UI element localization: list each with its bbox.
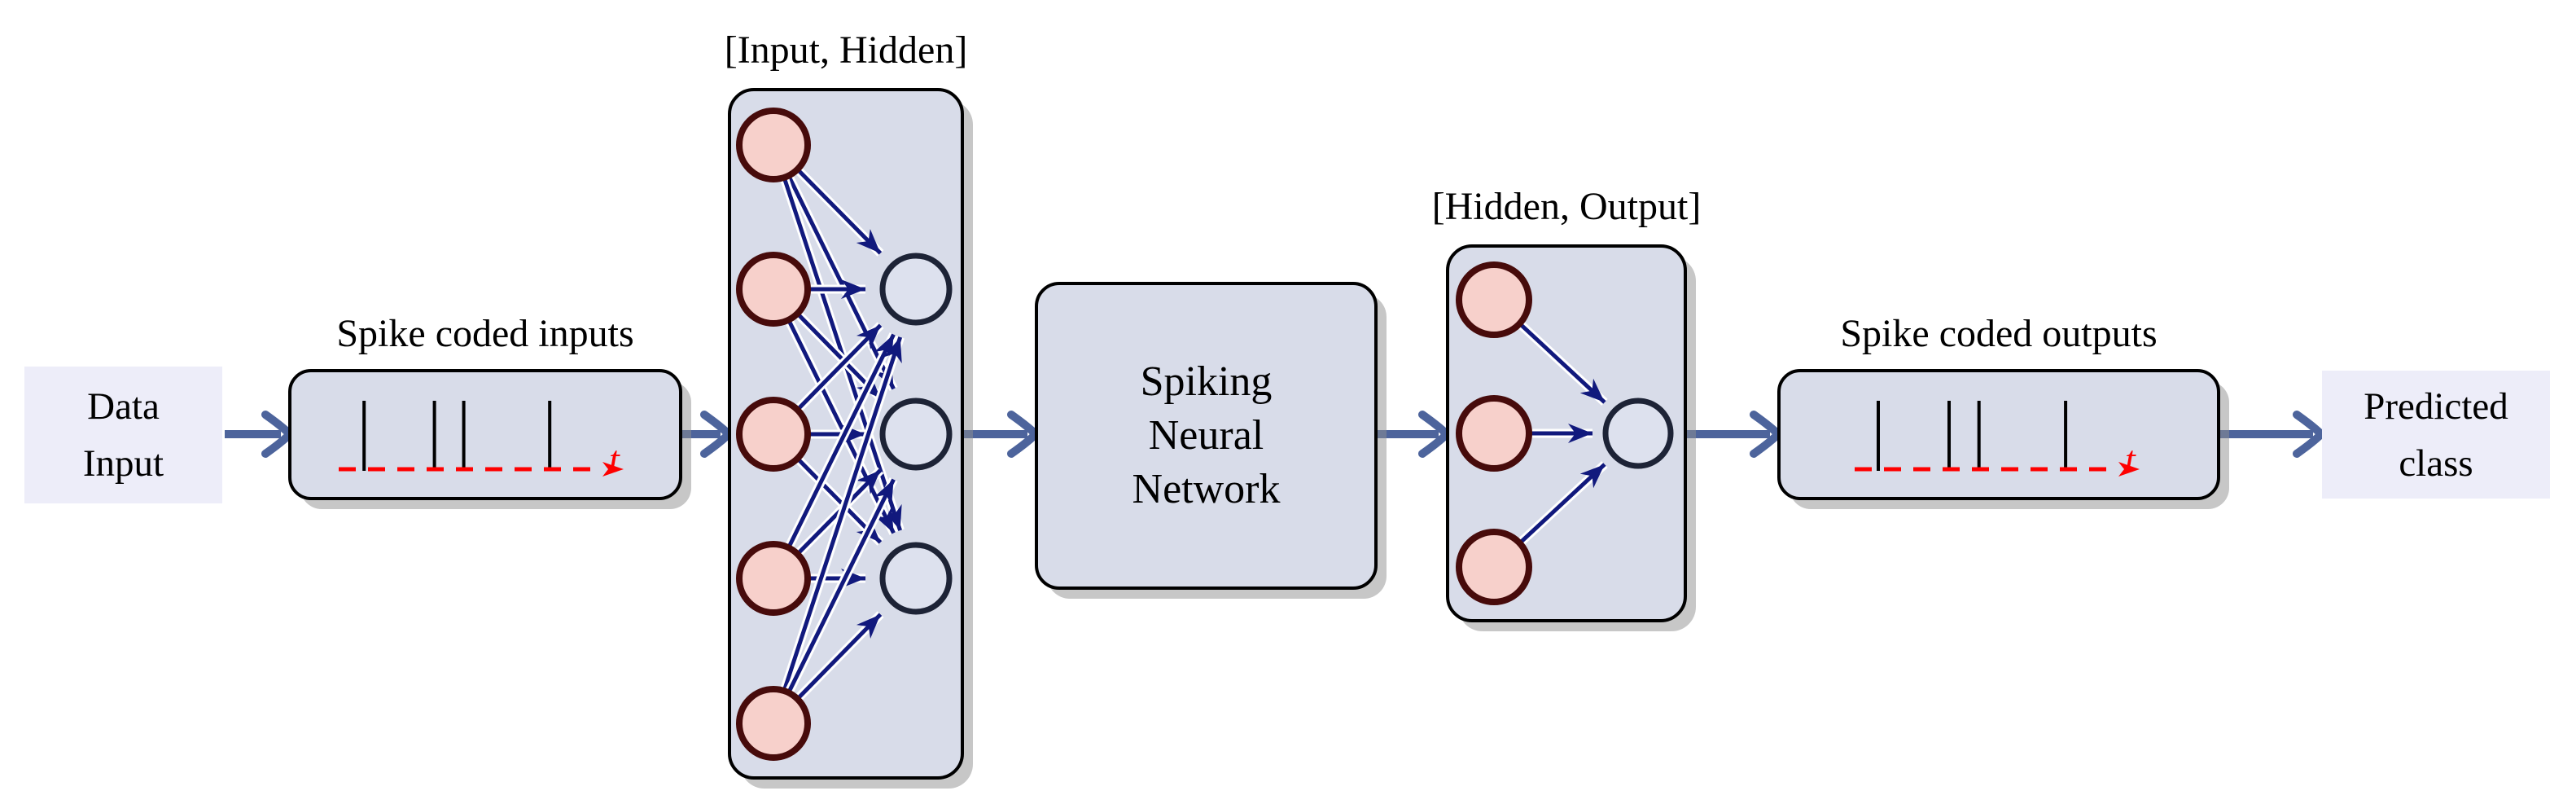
connection-arrow (771, 478, 896, 725)
hidden-output-neurons (1456, 261, 1674, 605)
predicted-class-node: Predicted class (2322, 371, 2550, 499)
input-neuron (736, 541, 811, 616)
spike-inputs-frame (288, 369, 682, 500)
flow-arrow-icon (964, 411, 1040, 458)
time-axis-arrowhead-icon (2118, 462, 2140, 477)
spike-inputs-label: Spike coded inputs (336, 312, 634, 355)
layer-input-hidden-box (728, 88, 973, 789)
flow-arrow-icon (1687, 411, 1782, 458)
snn-frame (1035, 282, 1378, 590)
predicted-class-line1: Predicted (2364, 384, 2508, 428)
output-spike-train (1877, 401, 2068, 471)
predicted-class-line2: class (2399, 442, 2473, 485)
input-neuron (736, 686, 811, 761)
snn-title-line2: Neural (1148, 412, 1264, 459)
input-hidden-connections (769, 142, 905, 727)
hidden-neuron (879, 253, 953, 326)
spike-outputs-box (1777, 369, 2229, 509)
snn-box (1035, 282, 1387, 599)
data-input-line2: Input (82, 442, 164, 485)
input-neuron (736, 108, 811, 182)
output-time-axis-label: t (2125, 438, 2136, 480)
output-neuron (1602, 398, 1674, 469)
input-neuron (736, 397, 811, 472)
hidden-neuron (879, 398, 953, 471)
spike-outputs-label: Spike coded outputs (1840, 312, 2158, 355)
data-input-line1: Data (87, 385, 160, 428)
hidden-neuron (1456, 529, 1532, 605)
connection-arrow (771, 144, 902, 531)
hidden-neuron (1456, 395, 1532, 472)
connection-arrow (771, 336, 903, 724)
hidden-neuron (1456, 261, 1532, 338)
spike-inputs-box (288, 369, 691, 509)
time-axis-arrowhead-icon (602, 462, 624, 477)
snn-title-line3: Network (1132, 466, 1281, 512)
layer-input-hidden-label: [Input, Hidden] (724, 29, 968, 72)
flow-arrow-icon (225, 411, 294, 458)
layer-hidden-output-box (1446, 244, 1696, 631)
snn-title: Spiking Neural Network (1036, 283, 1376, 588)
connection-arrow (771, 333, 896, 580)
snn-title-line1: Spiking (1140, 358, 1273, 405)
flow-arrow-icon (2220, 411, 2325, 458)
flow-arrow-icon (1378, 411, 1451, 458)
input-spike-train (362, 401, 552, 471)
data-input-node: Data Input (24, 367, 222, 503)
input-hidden-neurons (736, 108, 953, 761)
input-neuron (736, 252, 811, 327)
input-time-axis-label: t (609, 438, 620, 480)
spike-outputs-frame (1777, 369, 2220, 500)
layer-hidden-output-label: [Hidden, Output] (1431, 185, 1702, 228)
hidden-neuron (879, 542, 953, 615)
